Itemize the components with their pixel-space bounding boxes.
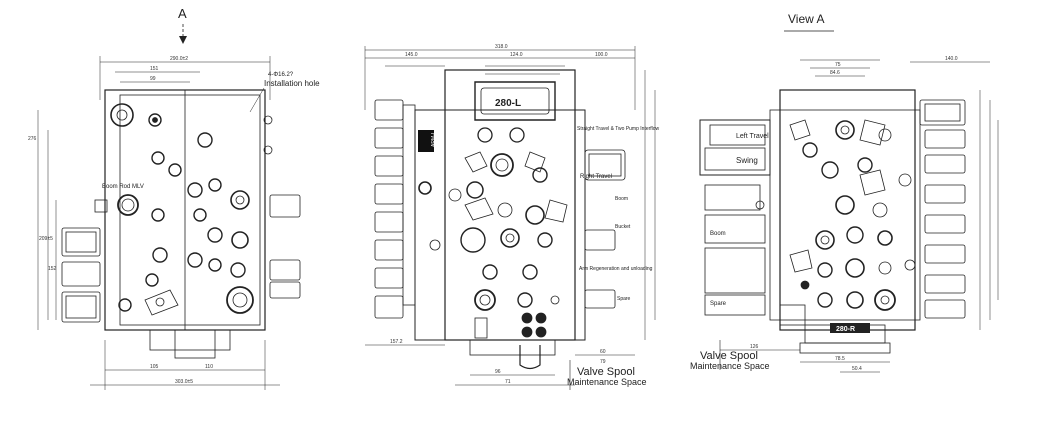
- nameplate: 280-R: [830, 323, 870, 333]
- right-dimensions: [644, 70, 656, 340]
- label-boom: Boom: [615, 196, 628, 202]
- dim-top-2: 145.0: [405, 52, 418, 58]
- label-spare: Spare: [617, 296, 631, 302]
- label-bucket: Bucket: [615, 224, 631, 230]
- arm-label-text: ARM-L: [431, 131, 437, 147]
- left-solenoid-stack: [374, 99, 416, 319]
- bottom-dimensions: 105 110 303.0±5: [90, 340, 280, 390]
- dim-left-2: 209±5: [39, 236, 53, 242]
- dim-bottom-1: 105: [150, 364, 159, 370]
- view-a-title: View A: [788, 12, 825, 26]
- maintenance-space-title: Maintenance Space: [690, 361, 770, 371]
- dim-bottom-4: 60: [600, 349, 606, 355]
- dim-top-1: 318.0: [495, 44, 508, 50]
- dim-top-3: 84.6: [830, 70, 840, 76]
- left-valve-drawing: A 290.0±2 151 99 4-Φ16.2? Installation h…: [0, 0, 340, 420]
- right-dimensions: [979, 90, 999, 330]
- valve-body: [104, 89, 266, 359]
- nameplate-text: 280-L: [495, 98, 521, 109]
- install-dim-label: 4-Φ16.2?: [268, 72, 294, 78]
- valve-ports: [418, 127, 568, 338]
- top-dimensions: 140.0 75 84.6: [800, 56, 990, 77]
- dim-top-1: 140.0: [945, 56, 958, 62]
- top-dimensions: 318.0 145.0 124.0 100.0: [364, 44, 636, 110]
- dim-bottom-1: 157.2: [390, 339, 403, 345]
- label-straight-travel: Straight Travel & Two Pump Interflow: [577, 126, 660, 132]
- valve-body: [414, 69, 586, 370]
- arm-label-box: ARM-L: [418, 130, 437, 152]
- valve-ports: [110, 103, 273, 314]
- dim-top-2: 151: [150, 66, 159, 72]
- label-arm-regen: Arm Regeneration and unloading: [579, 266, 653, 272]
- label-boom: Boom: [710, 231, 726, 237]
- view-arrow: [179, 24, 187, 44]
- nameplate-text: 280-R: [836, 326, 855, 333]
- left-side-blocks: [699, 119, 771, 316]
- dim-left-3: 152: [48, 266, 57, 272]
- dim-top-3: 99: [150, 76, 156, 82]
- valve-spool-title: Valve Spool: [577, 366, 635, 378]
- top-dimensions: 290.0±2 151 99: [99, 56, 271, 100]
- label-swing: Swing: [736, 156, 758, 165]
- left-solenoids: [61, 199, 108, 323]
- dim-bottom-2: 78.5: [835, 356, 845, 362]
- label-left-travel: Left Travel: [736, 133, 769, 140]
- left-dimensions: 276 209±5 152: [28, 110, 57, 330]
- valve-body: [769, 89, 921, 354]
- dim-top-1: 290.0±2: [170, 56, 188, 62]
- view-arrow-letter: A: [178, 6, 187, 21]
- right-solenoids: [269, 194, 301, 299]
- right-valve-drawing: View A 140.0 75 84.6 280-R: [680, 0, 1053, 420]
- dim-bottom-5: 79: [600, 359, 606, 365]
- maintenance-space-title: Maintenance Space: [567, 377, 647, 387]
- dim-bottom-1: 126: [750, 344, 759, 350]
- bottom-dimensions: 126 78.5 50.4: [720, 344, 890, 373]
- label-right-travel: Right Travel: [580, 174, 612, 180]
- boom-rod-label: Boom Rod MLV: [102, 184, 144, 190]
- nameplate: 280-L: [474, 81, 556, 121]
- view-a-underline: [784, 30, 834, 32]
- right-solenoid-stack: [584, 149, 626, 309]
- valve-spool-title: Valve Spool: [700, 350, 758, 362]
- dim-top-2: 75: [835, 62, 841, 68]
- dim-bottom-3: 303.0±5: [175, 379, 193, 385]
- bottom-dimensions: 157.2 96 71 60 79: [365, 339, 635, 386]
- dim-left-1: 276: [28, 136, 37, 142]
- install-hole-label: Installation hole: [264, 79, 320, 88]
- dim-bottom-3: 50.4: [852, 366, 862, 372]
- middle-valve-drawing: 318.0 145.0 124.0 100.0 280-L ARM-L: [345, 0, 675, 420]
- dim-top-4: 100.0: [595, 52, 608, 58]
- dim-bottom-2: 96: [495, 369, 501, 375]
- dim-bottom-2: 110: [205, 364, 213, 370]
- label-spare: Spare: [710, 301, 727, 307]
- flange-plate: [144, 289, 179, 316]
- valve-ports: [755, 119, 916, 311]
- dim-top-3: 124.0: [510, 52, 523, 58]
- dim-bottom-3: 71: [505, 379, 511, 385]
- right-solenoid-stack: [919, 99, 966, 319]
